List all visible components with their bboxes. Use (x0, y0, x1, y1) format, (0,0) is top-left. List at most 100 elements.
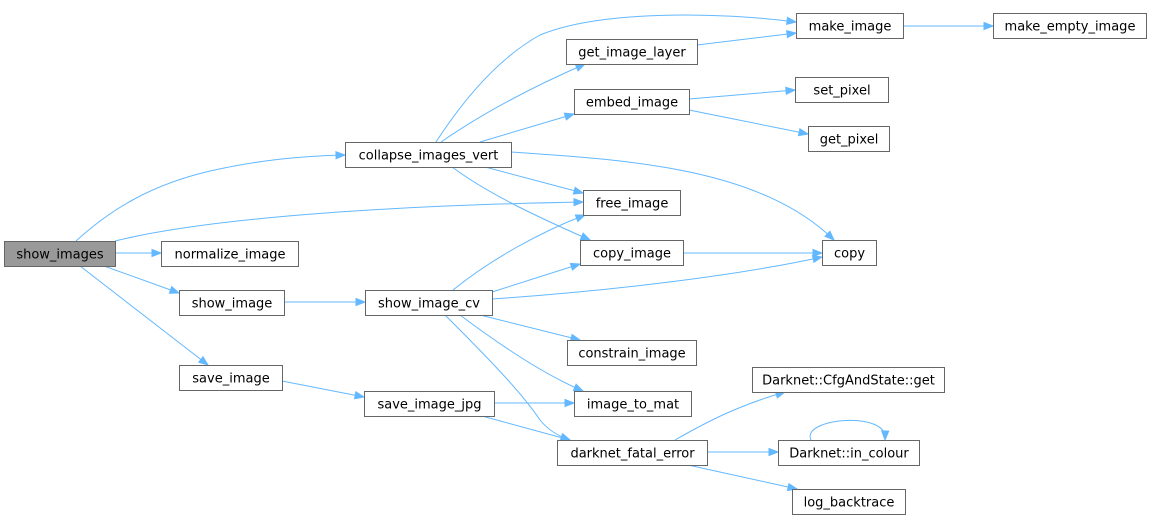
edge-line (75, 154, 346, 242)
edge-line (435, 14, 797, 143)
node-show-image[interactable]: show_image (179, 290, 285, 316)
node-box[interactable] (580, 240, 684, 266)
node-box[interactable] (365, 290, 493, 316)
arrowhead-icon (797, 127, 810, 137)
edge-in_colour-to-in_colour (809, 419, 890, 442)
node-box[interactable] (574, 391, 692, 417)
edge-show_images-to-collapse_images_vert (75, 151, 347, 242)
node-label: image_to_mat (587, 398, 679, 413)
edge-darknet_fatal_error-to-log_backtrace (687, 464, 799, 492)
node-embed-image[interactable]: embed_image (574, 89, 690, 115)
edge-line (440, 63, 586, 143)
edge-line (510, 151, 835, 241)
edge-collapse_images_vert-to-get_image_layer (440, 63, 587, 143)
node-make-empty-image[interactable]: make_empty_image (993, 13, 1147, 39)
node-box[interactable] (808, 126, 890, 152)
node-box[interactable] (822, 240, 877, 266)
edge-line (491, 256, 823, 300)
node-normalize-image[interactable]: normalize_image (161, 241, 299, 267)
edge-line (451, 166, 591, 241)
edge-collapse_images_vert-to-copy_image (451, 166, 592, 241)
node-constrain-image[interactable]: constrain_image (567, 340, 697, 366)
edge-line (444, 314, 571, 441)
node-label: make_image (809, 20, 892, 35)
node-label: save_image (192, 372, 269, 387)
node-label: darknet_fatal_error (570, 447, 695, 462)
node-show-image-cv[interactable]: show_image_cv (365, 290, 493, 316)
edge-line (687, 464, 798, 490)
node-box[interactable] (583, 190, 681, 216)
node-box[interactable] (4, 241, 116, 267)
node-label: Darknet::in_colour (789, 447, 909, 462)
edge-get_image_layer-to-make_image (696, 29, 798, 46)
arrowhead-icon (785, 86, 797, 96)
edge-line (459, 314, 584, 392)
edge-line (479, 314, 581, 341)
node-save-image[interactable]: save_image (179, 365, 283, 391)
node-collapse-images-vert[interactable]: collapse_images_vert (345, 142, 512, 168)
edge-line (452, 214, 586, 291)
node-label: make_empty_image (1005, 20, 1136, 35)
node-box[interactable] (179, 290, 285, 316)
edge-show_image_cv-to-constrain_image (479, 314, 582, 342)
node-copy[interactable]: copy (822, 240, 877, 266)
node-box[interactable] (566, 39, 698, 65)
arrowhead-icon (811, 254, 824, 264)
edge-line (688, 109, 809, 135)
node-label: save_image_jpg (377, 398, 481, 413)
node-box[interactable] (557, 440, 708, 466)
arrowhead-icon (572, 383, 585, 392)
node-save-image-jpg[interactable]: save_image_jpg (364, 391, 495, 417)
node-label: free_image (596, 197, 669, 212)
node-box[interactable] (567, 340, 697, 366)
node-label: set_pixel (813, 84, 870, 99)
edge-show_image_cv-to-darknet_fatal_error (444, 314, 572, 441)
edge-line (674, 391, 786, 441)
arrowhead-icon (353, 391, 366, 400)
edge-show_image-to-show_image_cv (284, 297, 367, 307)
edge-line (481, 415, 571, 441)
arrowhead-icon (197, 355, 210, 366)
arrowhead-icon (786, 16, 798, 25)
node-box[interactable] (796, 13, 904, 39)
node-image-to-mat[interactable]: image_to_mat (574, 391, 692, 417)
node-make-image[interactable]: make_image (796, 13, 904, 39)
node-cfgandstate-get[interactable]: Darknet::CfgAndState::get (752, 367, 945, 393)
edge-line (688, 89, 796, 100)
node-box[interactable] (752, 367, 945, 393)
node-in-colour[interactable]: Darknet::in_colour (778, 440, 920, 466)
arrowhead-icon (569, 262, 582, 271)
node-label: get_pixel (820, 133, 879, 148)
node-label: log_backtrace (804, 496, 895, 511)
edge-line (809, 419, 886, 441)
node-box[interactable] (778, 440, 920, 466)
arrowhead-icon (563, 112, 576, 121)
node-box[interactable] (345, 142, 512, 168)
node-label: Darknet::CfgAndState::get (762, 374, 935, 389)
node-darknet-fatal-error[interactable]: darknet_fatal_error (557, 440, 708, 466)
node-get-pixel[interactable]: get_pixel (808, 126, 890, 152)
edge-copy_image-to-copy (683, 248, 824, 258)
node-log-backtrace[interactable]: log_backtrace (792, 489, 906, 515)
node-box[interactable] (179, 365, 283, 391)
node-label: normalize_image (175, 248, 286, 263)
node-get-image-layer[interactable]: get_image_layer (566, 39, 698, 65)
node-box[interactable] (795, 77, 889, 103)
node-box[interactable] (574, 89, 690, 115)
node-box[interactable] (161, 241, 299, 267)
node-box[interactable] (993, 13, 1147, 39)
node-show-images[interactable]: show_images (4, 241, 116, 267)
node-label: collapse_images_vert (359, 149, 499, 164)
arrowhead-icon (579, 232, 592, 241)
edge-collapse_images_vert-to-free_image (484, 166, 585, 195)
node-copy-image[interactable]: copy_image (580, 240, 684, 266)
node-box[interactable] (364, 391, 495, 417)
edge-darknet_fatal_error-to-in_colour (707, 447, 780, 457)
node-box[interactable] (792, 489, 906, 515)
node-free-image[interactable]: free_image (583, 190, 681, 216)
edge-save_image_jpg-to-darknet_fatal_error (481, 415, 572, 442)
node-set-pixel[interactable]: set_pixel (795, 77, 889, 103)
edge-line (281, 380, 365, 398)
edge-collapse_images_vert-to-make_image (435, 14, 798, 143)
